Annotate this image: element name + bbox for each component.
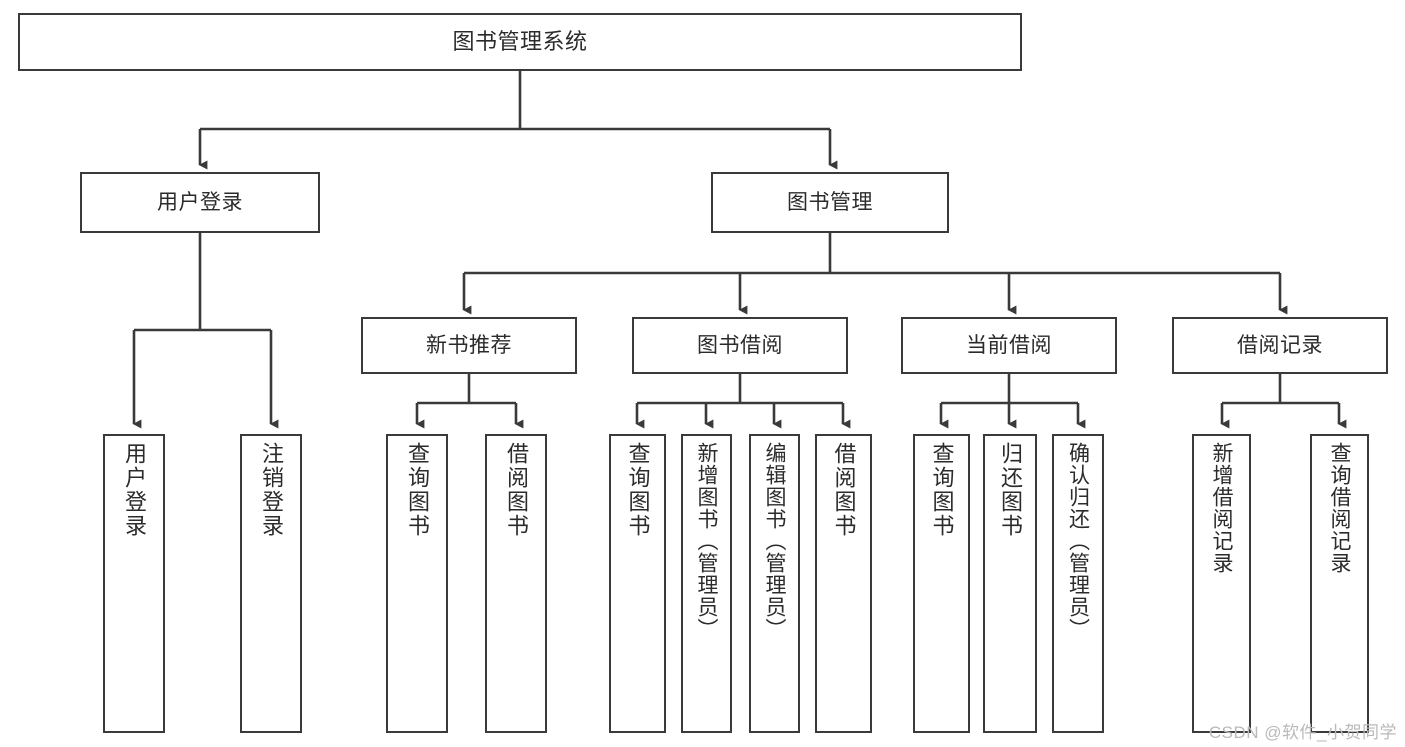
node-leaf-query-book-current[interactable]: 查询图书 <box>913 434 970 733</box>
node-label: 查询图书 <box>625 442 651 538</box>
node-new-book-recommend[interactable]: 新书推荐 <box>361 317 577 374</box>
node-user-login[interactable]: 用户登录 <box>80 172 320 233</box>
node-leaf-return-book[interactable]: 归还图书 <box>983 434 1037 733</box>
node-label: 新增借阅记录 <box>1210 442 1233 574</box>
node-book-management[interactable]: 图书管理 <box>711 172 949 233</box>
node-label: 查询图书 <box>929 442 955 538</box>
csdn-watermark: CSDN @软件_小贺同学 <box>1208 723 1397 742</box>
node-label: 借阅图书 <box>504 442 529 538</box>
node-borrow-record[interactable]: 借阅记录 <box>1172 317 1388 374</box>
node-book-management-system[interactable]: 图书管理系统 <box>18 13 1022 71</box>
node-leaf-add-borrow-record[interactable]: 新增借阅记录 <box>1192 434 1251 733</box>
node-label: 新增图书（管理员） <box>695 442 718 640</box>
node-label: 借阅图书 <box>831 442 857 538</box>
node-leaf-user-login[interactable]: 用户登录 <box>103 434 165 733</box>
node-leaf-edit-book[interactable]: 编辑图书（管理员） <box>749 434 800 733</box>
node-leaf-query-book-borrow[interactable]: 查询图书 <box>609 434 666 733</box>
node-book-borrow[interactable]: 图书借阅 <box>632 317 848 374</box>
node-label: 用户登录 <box>122 442 147 538</box>
node-label: 图书管理 <box>787 190 873 214</box>
node-leaf-logout-login[interactable]: 注销登录 <box>240 434 302 733</box>
node-label: 图书借阅 <box>697 333 783 357</box>
node-leaf-borrow-book-recommend[interactable]: 借阅图书 <box>485 434 547 733</box>
node-leaf-query-book-recommend[interactable]: 查询图书 <box>386 434 448 733</box>
node-leaf-query-borrow-record[interactable]: 查询借阅记录 <box>1310 434 1369 733</box>
node-leaf-confirm-return[interactable]: 确认归还（管理员） <box>1052 434 1104 733</box>
node-label: 查询图书 <box>405 442 430 538</box>
node-leaf-borrow-book[interactable]: 借阅图书 <box>815 434 872 733</box>
node-leaf-add-book[interactable]: 新增图书（管理员） <box>681 434 732 733</box>
node-label: 查询借阅记录 <box>1328 442 1351 574</box>
node-label: 图书管理系统 <box>452 28 588 54</box>
node-label: 用户登录 <box>157 190 243 214</box>
node-label: 新书推荐 <box>426 333 512 357</box>
node-label: 确认归还（管理员） <box>1066 442 1090 640</box>
node-label: 归还图书 <box>998 442 1023 538</box>
node-label: 借阅记录 <box>1237 333 1323 357</box>
node-label: 注销登录 <box>259 442 284 538</box>
node-label: 当前借阅 <box>966 333 1052 357</box>
node-current-borrow[interactable]: 当前借阅 <box>901 317 1117 374</box>
node-label: 编辑图书（管理员） <box>763 442 786 640</box>
